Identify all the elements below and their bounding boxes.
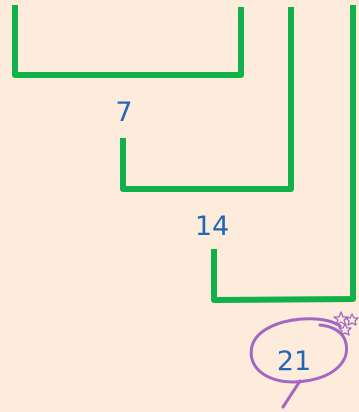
label-twenty-one: 21 (277, 346, 311, 377)
label-fourteen: 14 (195, 211, 229, 242)
label-seven: 7 (115, 97, 132, 128)
